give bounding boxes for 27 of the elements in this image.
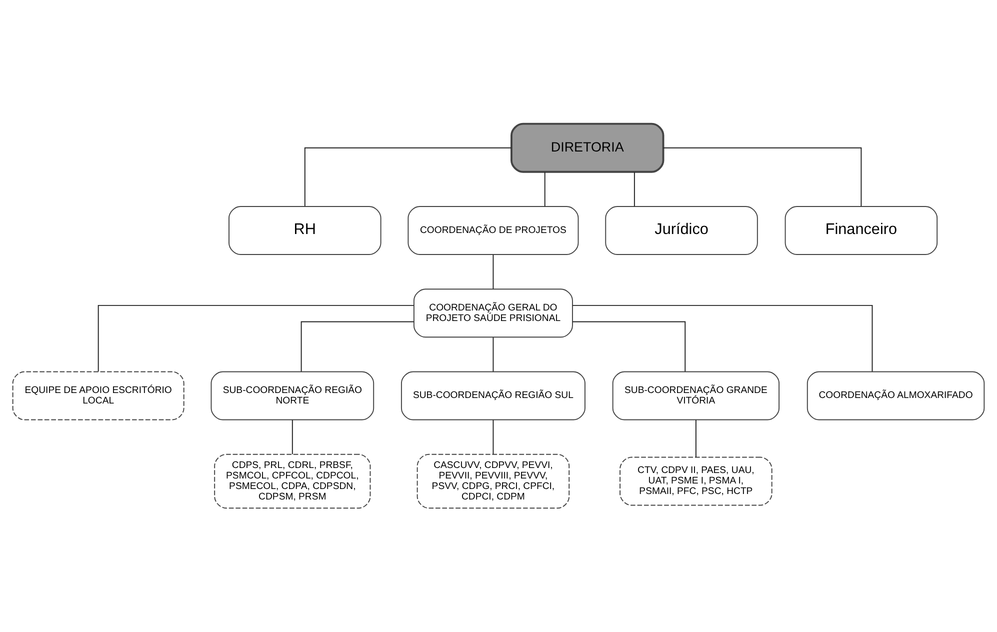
connector [492, 336, 494, 372]
node-box: COORDENAÇÃO GERAL DO PROJETO SAÚDE PRISIONAL [413, 288, 573, 338]
node-box: SUB-COORDENAÇÃO REGIÃO SUL [400, 371, 586, 420]
node-box: Financeiro [784, 206, 938, 255]
node-box: Jurídico [605, 206, 758, 255]
node-box: CASCUVV, CDPVV, PEVVI, PEVVII, PEVVIII, PEVVV, PSVV, CDPG, PRCI, CPFCI, CDPCI, CDPM [416, 454, 570, 509]
connector [98, 304, 414, 372]
connector [492, 420, 494, 455]
node-box: COORDENAÇÃO ALMOXARIFADO [806, 371, 985, 420]
node-box: SUB-COORDENAÇÃO GRANDE VITÓRIA [612, 371, 780, 420]
connector [634, 172, 635, 207]
connector [662, 147, 862, 207]
node-box: RH [228, 206, 382, 255]
node-box: SUB-COORDENAÇÃO REGIÃO NORTE [210, 371, 374, 420]
connector [572, 321, 686, 372]
node-box: CDPS, PRL, CDRL, PRBSF, PSMCOL, CPFCOL, CDPCOL, PSMECOL, CDPA, CDPSDN, CDPSM, PRSM [214, 454, 371, 509]
node-box: CTV, CDPV II, PAES, UAU, UAT, PSME I, PSMA I, PSMAII, PFC, PSC, HCTP [620, 456, 772, 506]
node-box: COORDENAÇÃO DE PROJETOS [408, 206, 579, 255]
connector [492, 254, 494, 290]
node-box: EQUIPE DE APOIO ESCRITÓRIO LOCAL [12, 371, 184, 420]
connector [304, 147, 512, 207]
node-box: DIRETORIA [510, 122, 664, 173]
connector [292, 420, 293, 455]
connector [572, 304, 873, 372]
connector [300, 321, 414, 372]
connector [695, 420, 696, 458]
connector [544, 172, 546, 207]
